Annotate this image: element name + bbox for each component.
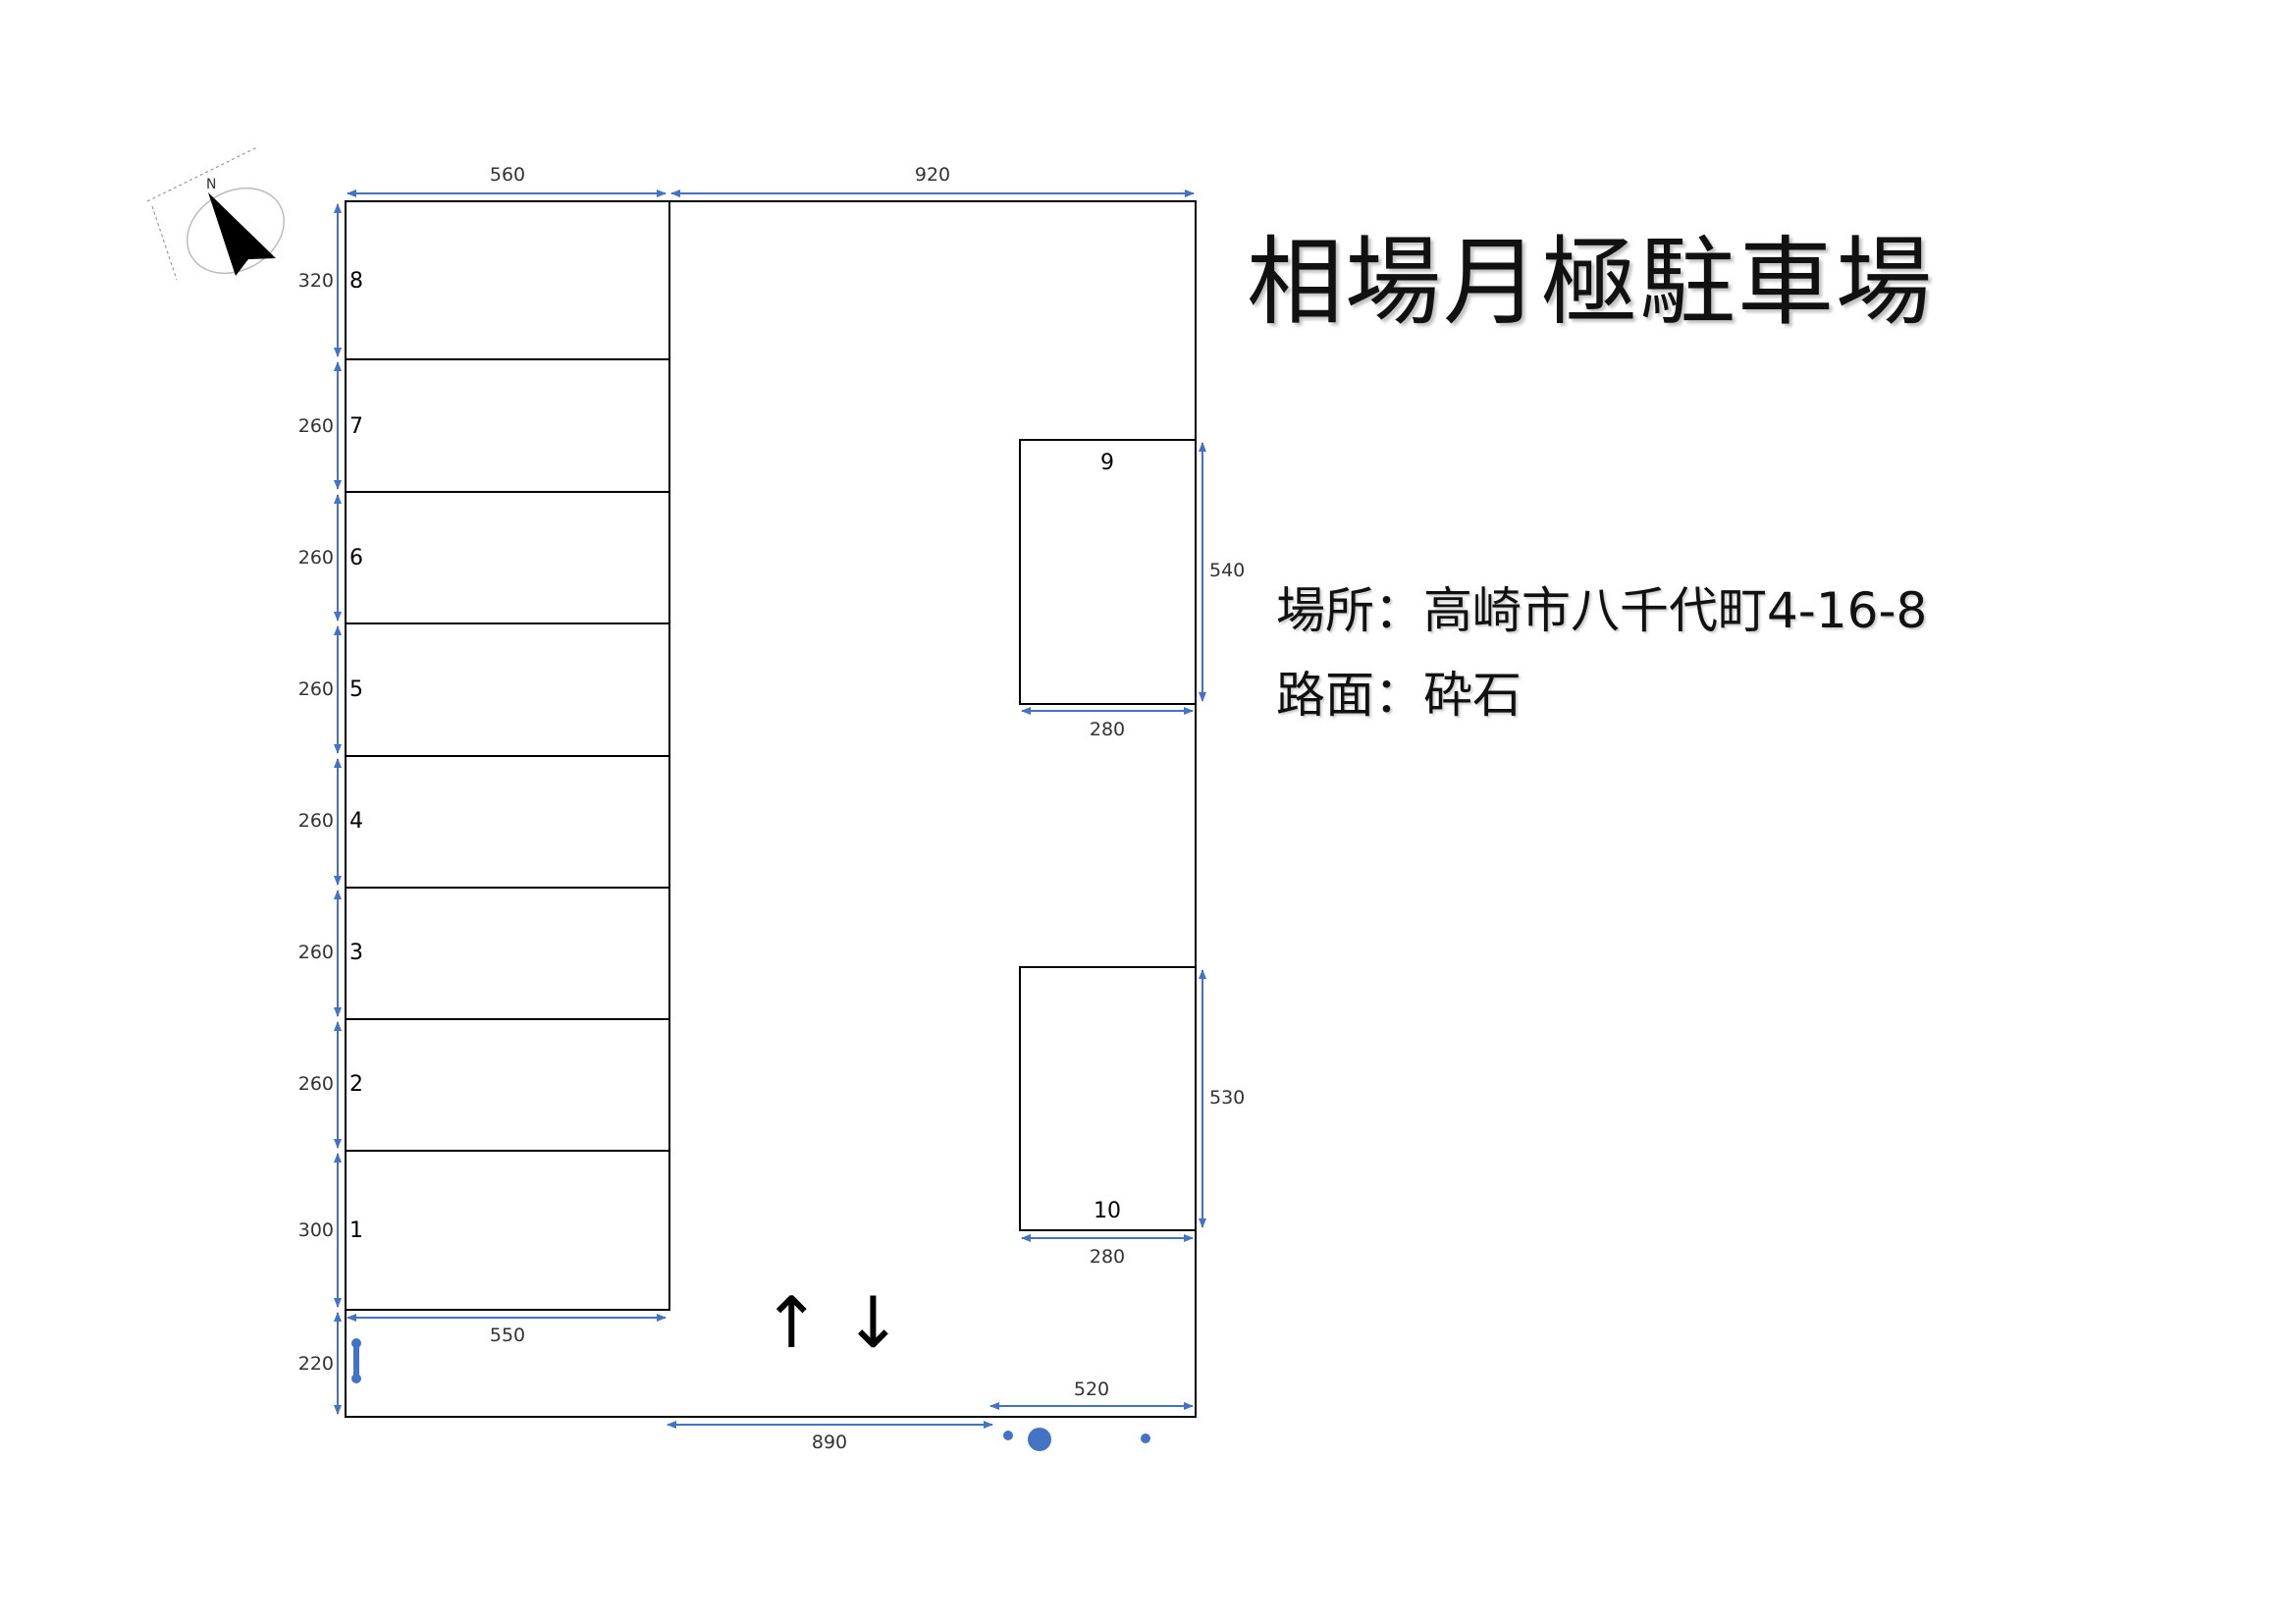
dim-top-left: 560 <box>490 164 525 186</box>
space-4 <box>345 755 670 889</box>
dim-space-3: 260 <box>298 942 334 963</box>
space-8 <box>345 200 670 360</box>
space-label-1: 1 <box>349 1218 363 1243</box>
space-label-7: 7 <box>349 414 363 439</box>
space-label-8: 8 <box>349 269 363 294</box>
dim-space-8: 320 <box>298 270 334 292</box>
dim-space-10-height: 530 <box>1209 1087 1245 1109</box>
dim-space-9-width: 280 <box>1090 719 1125 740</box>
space-6 <box>345 491 670 624</box>
space-label-4: 4 <box>349 809 363 834</box>
surface-text: 路面：砕石 <box>1276 667 1522 724</box>
small-pole-icon <box>1003 1431 1013 1440</box>
space-10 <box>1019 966 1197 1231</box>
dim-space-1: 300 <box>298 1219 334 1241</box>
small-pole-icon <box>1141 1434 1150 1443</box>
dim-space-2: 260 <box>298 1073 334 1095</box>
page-title: 相場月極駐車場 <box>1247 227 1935 339</box>
space-label-6: 6 <box>349 546 363 570</box>
dim-bottom-mid: 890 <box>812 1432 847 1453</box>
utility-pole-icon <box>1028 1428 1051 1451</box>
dim-space-9-height: 540 <box>1209 560 1245 581</box>
compass-icon: N <box>146 146 286 281</box>
space-3 <box>345 887 670 1020</box>
lot-boundary <box>345 200 1197 1418</box>
dim-space-7: 260 <box>298 415 334 437</box>
dim-row-bottom: 550 <box>490 1325 525 1346</box>
space-5 <box>345 622 670 757</box>
space-1 <box>345 1150 670 1311</box>
left-row <box>345 200 670 1311</box>
space-2 <box>345 1018 670 1152</box>
space-label-2: 2 <box>349 1072 363 1097</box>
location-text: 場所：高崎市八千代町4-16-8 <box>1276 582 1928 639</box>
dim-top-right: 920 <box>915 164 950 186</box>
dim-space-4: 260 <box>298 810 334 832</box>
dim-space-5: 260 <box>298 678 334 700</box>
space-7 <box>345 358 670 493</box>
dim-gap-left: 220 <box>298 1353 334 1375</box>
space-9 <box>1019 439 1197 705</box>
dim-bottom-right: 520 <box>1074 1379 1109 1400</box>
entrance-arrows: ↑ ↓ <box>762 1281 903 1364</box>
north-label: N <box>206 177 216 192</box>
space-label-5: 5 <box>349 677 363 702</box>
dim-space-6: 260 <box>298 547 334 568</box>
space-label-3: 3 <box>349 941 363 965</box>
dim-space-10-width: 280 <box>1090 1246 1125 1268</box>
space-label-10: 10 <box>1094 1199 1121 1223</box>
pole-markers <box>351 1338 1150 1451</box>
space-label-9: 9 <box>1100 451 1114 475</box>
